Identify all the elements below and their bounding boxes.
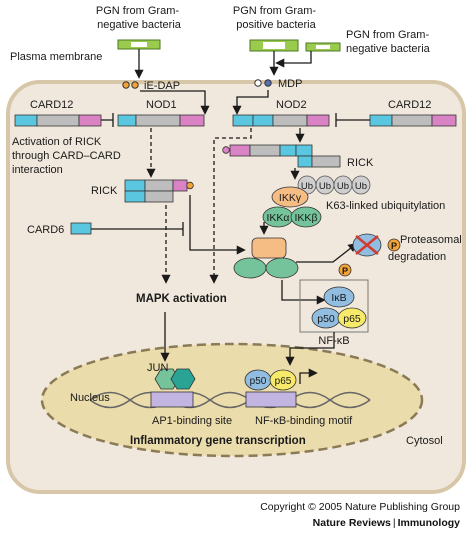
arrow-mdp-to-nod2 bbox=[232, 90, 269, 115]
label-phospho-degradation: P bbox=[391, 241, 397, 251]
label-ub-4: Ub bbox=[355, 181, 367, 192]
label-ub-1: Ub bbox=[301, 181, 313, 192]
mdp-molecule bbox=[254, 79, 272, 87]
nod1-rick-complex bbox=[124, 179, 194, 203]
label-plasma-membrane: Plasma membrane bbox=[10, 51, 102, 63]
label-p50-dna: p50 bbox=[250, 376, 267, 387]
label-nod1: NOD1 bbox=[146, 99, 177, 111]
ligand-gram-negative-left bbox=[117, 39, 161, 50]
label-p65: p65 bbox=[343, 313, 361, 325]
arrow-nfkb-to-nucleus bbox=[285, 332, 335, 366]
nod2-rick-complex bbox=[222, 144, 341, 168]
label-rick-activation: Activation of RICK through CARD–CARD int… bbox=[12, 136, 124, 176]
nfkb-site-box bbox=[245, 391, 297, 408]
nfkb-on-dna bbox=[244, 369, 297, 391]
arrow-to-degradation bbox=[296, 242, 358, 263]
central-ikk-complex bbox=[233, 237, 299, 279]
label-nucleus: Nucleus bbox=[70, 392, 110, 404]
label-p65-dna: p65 bbox=[275, 376, 292, 387]
label-mdp: MDP bbox=[278, 78, 302, 90]
dna-strand bbox=[89, 391, 371, 409]
label-pgn-gram-negative-left: PGN from Gram- negative bacteria bbox=[96, 5, 182, 31]
nfkb-complex bbox=[311, 286, 367, 329]
ikk-complex bbox=[262, 186, 322, 228]
label-ub-3: Ub bbox=[337, 181, 349, 192]
ap1-site-box bbox=[150, 391, 194, 408]
label-ikk-alpha: IKKα bbox=[267, 212, 290, 224]
label-k63: K63-linked ubiquitylation bbox=[326, 200, 445, 212]
card12-right-protein bbox=[369, 114, 457, 127]
label-card12-left: CARD12 bbox=[30, 99, 73, 111]
arrow-nod2-to-mapk bbox=[209, 128, 252, 284]
ie-dap-molecule bbox=[122, 81, 139, 89]
phospho-badge-degradation bbox=[387, 238, 401, 252]
label-ap1-site: AP1-binding site bbox=[152, 415, 232, 427]
card12-left-inhibition bbox=[101, 113, 114, 127]
label-rick-right: RICK bbox=[347, 157, 374, 169]
journal-credit: Nature Reviews|Immunology bbox=[313, 517, 460, 529]
label-p50: p50 bbox=[317, 313, 335, 325]
label-inflammatory: Inflammatory gene transcription bbox=[130, 435, 306, 447]
label-ikk-beta: IKKβ bbox=[295, 212, 318, 224]
label-pgn-gram-positive: PGN from Gram- positive bacteria bbox=[233, 5, 319, 31]
label-ikb: IκB bbox=[331, 292, 346, 304]
arrow-complex-to-nfkb bbox=[281, 280, 326, 305]
journal-separator: | bbox=[392, 517, 396, 529]
phospho-badge bbox=[338, 263, 352, 277]
label-rick-left: RICK bbox=[91, 185, 118, 197]
ligand-gram-negative-right bbox=[305, 42, 341, 52]
label-jun: JUN bbox=[147, 362, 168, 374]
card6-protein bbox=[70, 222, 92, 235]
label-nfkb: NF-κB bbox=[318, 335, 349, 347]
label-card6: CARD6 bbox=[27, 224, 64, 236]
label-nod2: NOD2 bbox=[276, 99, 307, 111]
label-card12-right: CARD12 bbox=[388, 99, 431, 111]
arrow-nod1-to-complex bbox=[189, 195, 246, 255]
copyright-notice: Copyright © 2005 Nature Publishing Group bbox=[260, 501, 460, 513]
journal-name: Nature Reviews bbox=[312, 517, 391, 529]
journal-section: Immunology bbox=[397, 517, 460, 529]
card12-left-protein bbox=[14, 114, 102, 127]
label-ikk-gamma: IKKγ bbox=[279, 192, 302, 204]
nod2-protein bbox=[232, 114, 330, 127]
degraded-ikb bbox=[352, 233, 382, 257]
label-cytosol: Cytosol bbox=[406, 435, 443, 447]
label-pgn-gram-negative-right: PGN from Gram- negative bacteria bbox=[346, 29, 432, 55]
label-ie-dap: iE-DAP bbox=[144, 80, 180, 92]
label-proteasomal: Proteasomal degradation bbox=[388, 234, 465, 263]
nucleus bbox=[40, 342, 424, 458]
label-nfkb-motif: NF-κB-binding motif bbox=[255, 415, 353, 427]
arrow-nfkb-transcription bbox=[299, 368, 318, 384]
jun-dimer bbox=[154, 368, 196, 390]
ligand-gram-positive bbox=[249, 39, 299, 52]
label-mapk: MAPK activation bbox=[136, 293, 227, 305]
card12-right-inhibition bbox=[335, 113, 370, 127]
label-phospho: P bbox=[342, 266, 348, 276]
arrow-ligand-to-mdp-2 bbox=[275, 51, 312, 68]
label-ub-2: Ub bbox=[319, 181, 331, 192]
card6-inhibition bbox=[91, 222, 184, 236]
nod-signalling-diagram: PGN from Gram- negative bacteria PGN fro… bbox=[6, 5, 466, 494]
arrow-iedap-to-nod1 bbox=[140, 90, 210, 115]
nod1-protein bbox=[117, 114, 205, 127]
